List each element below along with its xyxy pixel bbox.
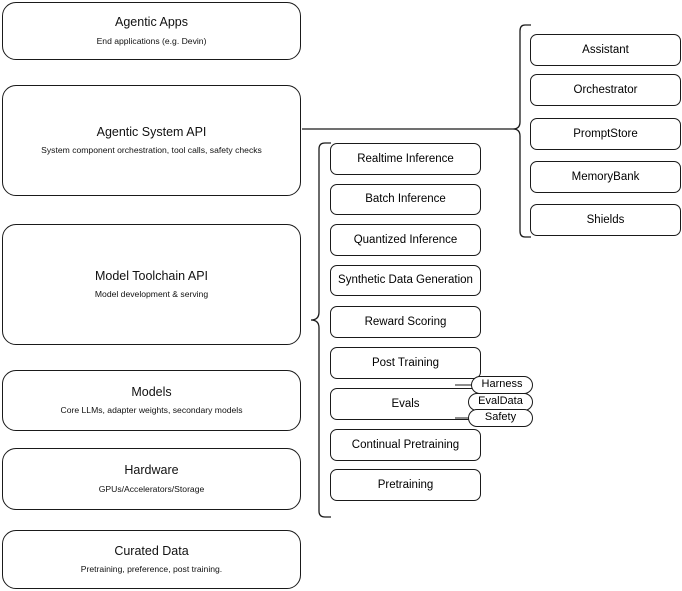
layer-curated-data[interactable]: Curated Data Pretraining, preference, po… bbox=[2, 530, 301, 589]
layer-title: Agentic Apps bbox=[115, 15, 188, 30]
system-item-assistant[interactable]: Assistant bbox=[530, 34, 681, 66]
evals-sub-harness[interactable]: Harness bbox=[471, 376, 533, 394]
evals-sub-safety[interactable]: Safety bbox=[468, 409, 533, 427]
evals-sub-evaldata[interactable]: EvalData bbox=[468, 393, 533, 411]
node-label: Safety bbox=[484, 411, 517, 424]
brace-toolchain-components bbox=[310, 142, 331, 518]
node-label: Pretraining bbox=[377, 478, 434, 491]
layer-agentic-apps[interactable]: Agentic Apps End applications (e.g. Devi… bbox=[2, 2, 301, 60]
node-label: MemoryBank bbox=[571, 170, 640, 183]
layer-title: Curated Data bbox=[114, 543, 189, 558]
toolchain-item-realtime-inference[interactable]: Realtime Inference bbox=[330, 143, 481, 175]
layer-models[interactable]: Models Core LLMs, adapter weights, secon… bbox=[2, 370, 301, 431]
node-label: Post Training bbox=[371, 356, 440, 369]
toolchain-item-quantized-inference[interactable]: Quantized Inference bbox=[330, 224, 481, 256]
layer-title: Models bbox=[131, 384, 172, 399]
node-label: Realtime Inference bbox=[357, 152, 454, 165]
node-label: Evals bbox=[391, 397, 420, 410]
layer-title: Agentic System API bbox=[96, 124, 207, 139]
layer-subtitle: GPUs/Accelerators/Storage bbox=[98, 483, 205, 494]
layer-subtitle: System component orchestration, tool cal… bbox=[41, 145, 262, 156]
system-item-shields[interactable]: Shields bbox=[530, 204, 681, 236]
node-label: Reward Scoring bbox=[364, 315, 447, 328]
node-label: Batch Inference bbox=[365, 193, 446, 206]
node-label: PromptStore bbox=[573, 127, 638, 140]
layer-subtitle: Core LLMs, adapter weights, secondary mo… bbox=[60, 405, 243, 416]
layer-subtitle: Pretraining, preference, post training. bbox=[80, 564, 223, 575]
brace-system-components bbox=[512, 24, 531, 238]
layer-title: Model Toolchain API bbox=[94, 268, 209, 283]
layer-hardware[interactable]: Hardware GPUs/Accelerators/Storage bbox=[2, 448, 301, 510]
toolchain-item-post-training[interactable]: Post Training bbox=[330, 347, 481, 379]
node-label: Shields bbox=[586, 213, 625, 226]
toolchain-item-synthetic-data-generation[interactable]: Synthetic Data Generation bbox=[330, 265, 481, 296]
system-item-memorybank[interactable]: MemoryBank bbox=[530, 161, 681, 193]
toolchain-item-continual-pretraining[interactable]: Continual Pretraining bbox=[330, 429, 481, 461]
system-item-orchestrator[interactable]: Orchestrator bbox=[530, 74, 681, 106]
layer-subtitle: End applications (e.g. Devin) bbox=[96, 35, 207, 46]
toolchain-item-pretraining[interactable]: Pretraining bbox=[330, 469, 481, 501]
node-label: Harness bbox=[481, 378, 523, 391]
node-label: Synthetic Data Generation bbox=[338, 274, 473, 287]
layer-title: Hardware bbox=[124, 463, 179, 478]
node-label: Continual Pretraining bbox=[351, 438, 460, 451]
layer-agentic-system-api[interactable]: Agentic System API System component orch… bbox=[2, 85, 301, 196]
layer-model-toolchain-api[interactable]: Model Toolchain API Model development & … bbox=[2, 224, 301, 345]
node-label: EvalData bbox=[478, 395, 523, 408]
toolchain-item-batch-inference[interactable]: Batch Inference bbox=[330, 184, 481, 215]
layer-subtitle: Model development & serving bbox=[94, 289, 209, 300]
node-label: Orchestrator bbox=[573, 83, 638, 96]
node-label: Assistant bbox=[582, 43, 629, 56]
node-label: Quantized Inference bbox=[353, 233, 458, 246]
toolchain-item-evals[interactable]: Evals bbox=[330, 388, 481, 420]
toolchain-item-reward-scoring[interactable]: Reward Scoring bbox=[330, 306, 481, 338]
system-item-promptstore[interactable]: PromptStore bbox=[530, 118, 681, 150]
